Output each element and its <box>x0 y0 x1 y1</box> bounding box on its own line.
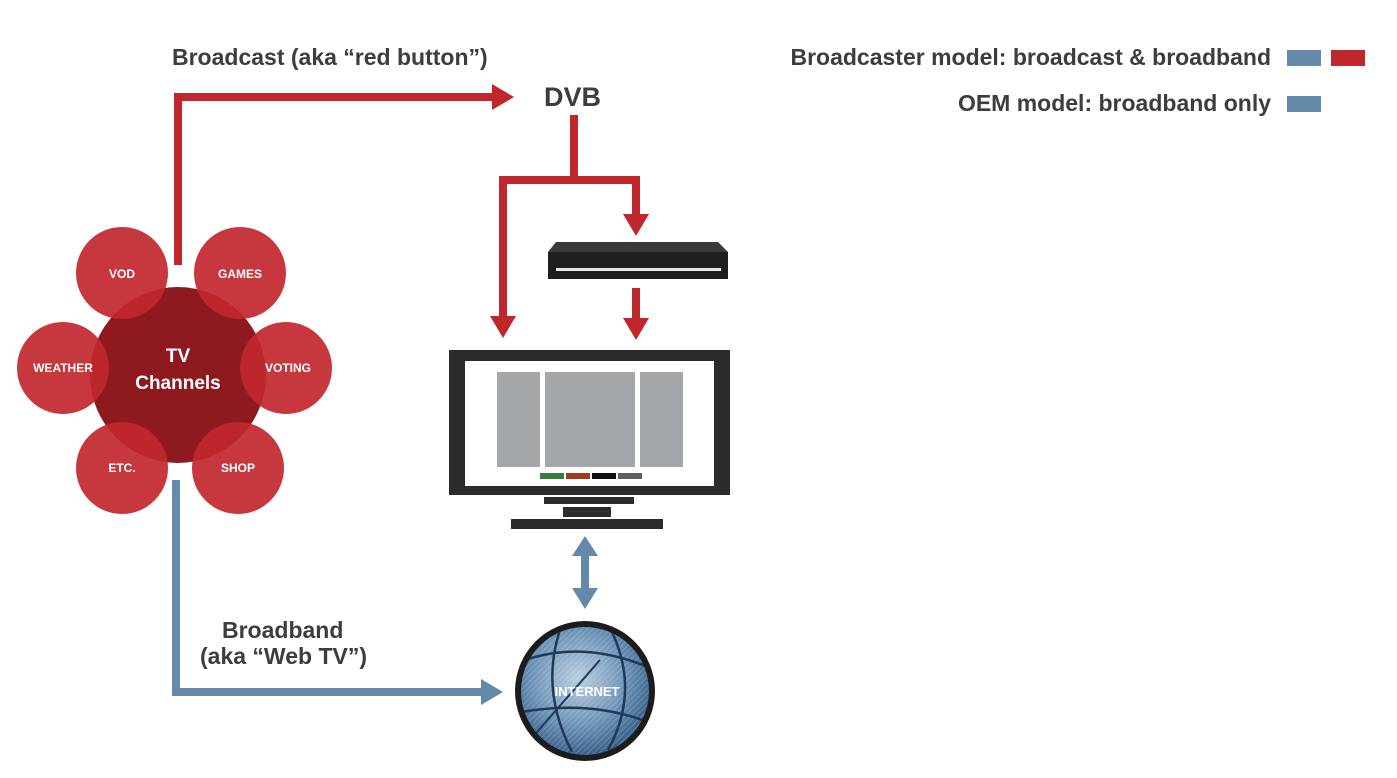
red-key-icon <box>566 473 590 479</box>
arrowhead-stb-to-tv <box>623 318 649 340</box>
legend-oem-blue-swatch <box>1287 95 1321 112</box>
arrowhead-to-internet <box>481 679 503 705</box>
weather-circle <box>17 322 109 414</box>
broadband-path <box>172 480 598 705</box>
arrowhead-up <box>572 536 598 556</box>
arrowhead-to-dvb <box>492 84 514 110</box>
games-circle <box>194 227 286 319</box>
vod-label: VOD <box>109 267 135 281</box>
legend-broadcaster-label: Broadcaster model: broadcast & broadband <box>790 44 1271 70</box>
voting-circle <box>240 322 332 414</box>
globe-icon: INTERNET <box>515 621 655 761</box>
legend-red-swatch <box>1331 49 1365 66</box>
tv-monitor-icon <box>449 350 730 529</box>
blue-key-icon <box>618 473 642 479</box>
games-label: GAMES <box>218 267 262 281</box>
shop-circle <box>192 422 284 514</box>
vod-circle <box>76 227 168 319</box>
broadcast-path <box>174 84 649 340</box>
black-key-icon <box>592 473 616 479</box>
tv-channels-circle <box>90 287 266 463</box>
broadcast-label: Broadcast (aka “red button”) <box>172 44 488 70</box>
hub-title-line1: TV <box>166 346 191 367</box>
hub-title-line2: Channels <box>135 373 221 394</box>
legend-row-oem: OEM model: broadband only <box>958 90 1321 117</box>
set-top-box-icon <box>548 242 728 279</box>
internet-label: INTERNET <box>555 684 620 699</box>
legend-blue-swatch <box>1287 49 1321 66</box>
legend-oem-label: OEM model: broadband only <box>957 90 1271 116</box>
voting-label: VOTING <box>265 361 311 375</box>
dvb-label: DVB <box>544 82 602 112</box>
green-key-icon <box>540 473 564 479</box>
arrowhead-to-tv <box>490 316 516 338</box>
etc-label: ETC. <box>108 461 135 475</box>
shop-label: SHOP <box>221 461 255 475</box>
broadband-label-line1: Broadband <box>222 617 344 643</box>
broadband-label-line2: (aka “Web TV”) <box>200 643 367 669</box>
weather-label: WEATHER <box>33 361 93 375</box>
arrowhead-to-stb <box>623 214 649 236</box>
legend-row-broadcaster: Broadcaster model: broadcast & broadband <box>790 44 1365 71</box>
etc-circle <box>76 422 168 514</box>
arrowhead-down <box>572 588 598 609</box>
tv-channels-hub: TV Channels VOD GAMES WEATHER VOTING ETC… <box>17 227 332 514</box>
